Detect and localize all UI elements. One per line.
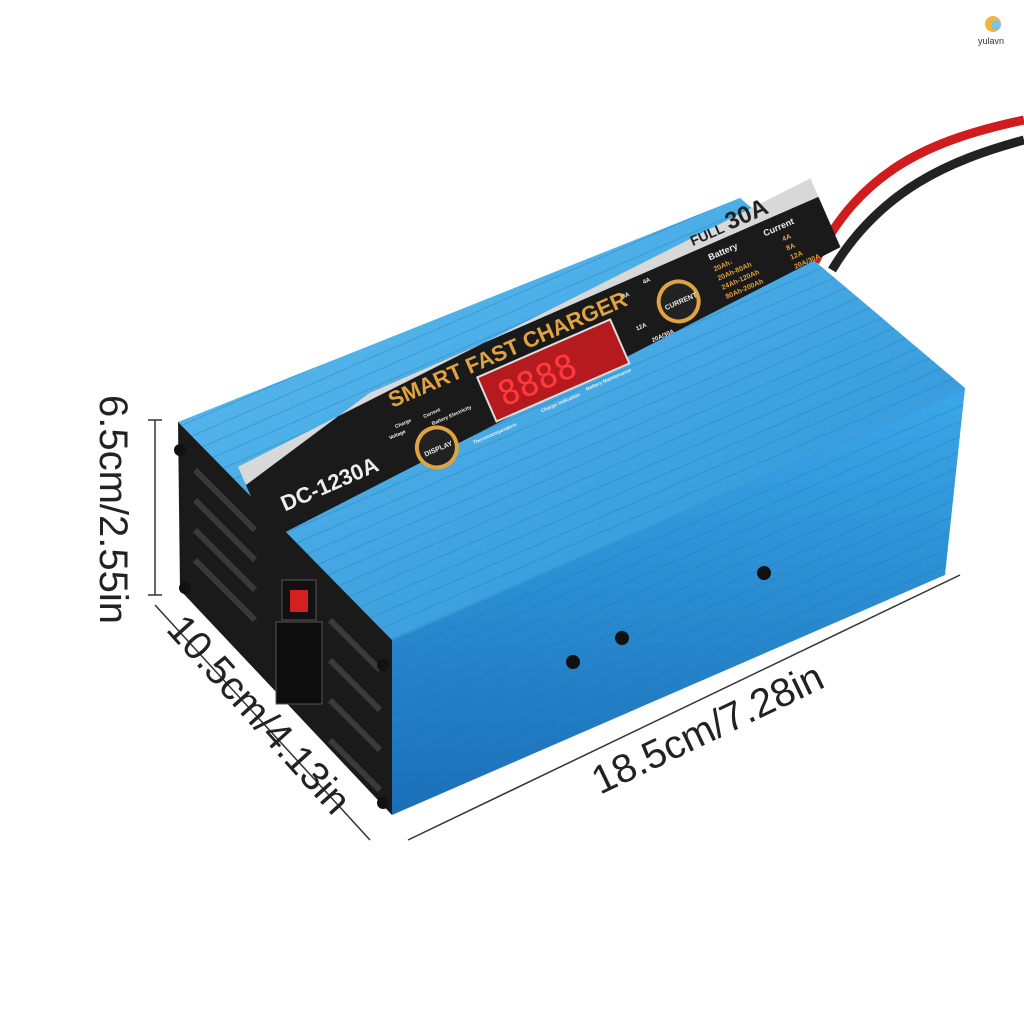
dimension-lines: [148, 419, 961, 841]
watermark-logo: yulavn: [978, 16, 1004, 46]
led-display: [475, 318, 631, 423]
current-button[interactable]: [652, 275, 705, 328]
height-dimension: 6.5cm/2.55in: [91, 395, 135, 624]
svg-text:4A: 4A: [642, 277, 652, 286]
svg-text:12A: 12A: [789, 250, 804, 262]
display-button[interactable]: [411, 421, 464, 474]
svg-text:8A: 8A: [785, 242, 796, 252]
svg-text:12A: 12A: [635, 322, 648, 332]
power-socket: [275, 621, 323, 705]
screws: [174, 444, 771, 809]
power-cables: [810, 115, 1024, 273]
svg-text:4A: 4A: [781, 233, 792, 243]
svg-text:8A: 8A: [621, 292, 631, 301]
svg-text:yulavn: yulavn: [978, 36, 1004, 46]
battery-current-table: 20Ah↓ 4A 20Ah-80Ah 8A 24Ah-120Ah 12A 80A…: [713, 233, 822, 301]
